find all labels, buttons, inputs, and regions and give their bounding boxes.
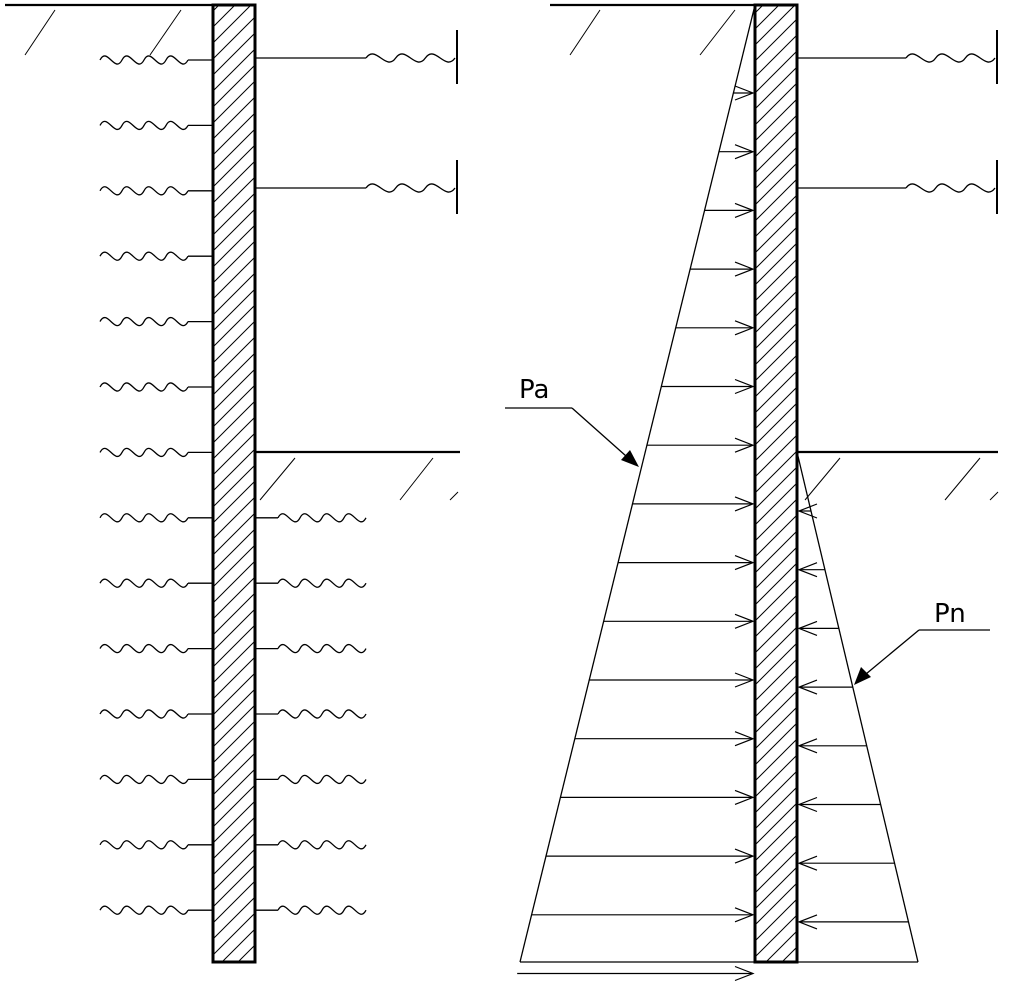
active-pressure-label: Pa xyxy=(519,375,549,405)
soil-spring xyxy=(99,55,213,65)
anchor-spring xyxy=(797,30,998,84)
pressure-arrow xyxy=(797,914,909,930)
pressure-arrow xyxy=(603,613,755,629)
soil-springs-back-left xyxy=(99,55,213,915)
soil-spring xyxy=(255,578,367,588)
pressure-arrow xyxy=(574,731,755,747)
active-pressure-outline xyxy=(519,4,756,963)
ground-surface-right xyxy=(550,3,755,56)
soil-spring xyxy=(99,840,213,850)
soil-spring xyxy=(99,644,213,654)
active-pressure-leader: Pa xyxy=(505,375,639,467)
sheet-pile-wall-right xyxy=(753,3,799,964)
passive-pressure-leader: Pn xyxy=(854,599,990,685)
soil-spring xyxy=(99,317,213,327)
pressure-arrow xyxy=(797,562,825,578)
pressure-arrow xyxy=(661,378,755,395)
sheet-pile-wall-left xyxy=(211,3,257,964)
soil-spring xyxy=(255,905,367,915)
soil-spring xyxy=(255,513,367,523)
soil-springs-front-left xyxy=(255,513,367,915)
pressure-arrow xyxy=(517,965,755,982)
excavation-level-right xyxy=(797,450,999,501)
soil-spring xyxy=(99,447,213,457)
active-pressure-diagram xyxy=(517,4,756,982)
soil-spring xyxy=(255,840,367,850)
pressure-arrow xyxy=(589,672,755,688)
soil-spring xyxy=(99,186,213,196)
pressure-arrow xyxy=(531,907,755,923)
pressure-model: Pa Pn xyxy=(505,3,999,982)
pressure-arrow xyxy=(797,796,881,813)
leader-arrowhead-icon xyxy=(854,667,871,685)
soil-spring xyxy=(99,905,213,915)
soil-spring xyxy=(99,709,213,719)
excavation-level-left xyxy=(255,450,460,501)
soil-spring xyxy=(255,644,367,654)
spring-model xyxy=(5,3,460,964)
pressure-arrow xyxy=(704,202,755,218)
anchor-springs-right xyxy=(797,30,998,214)
pressure-arrow xyxy=(675,320,755,336)
ground-surface-left xyxy=(5,3,213,56)
pressure-arrow xyxy=(632,496,755,512)
pressure-arrow xyxy=(797,855,895,871)
pressure-arrow xyxy=(797,738,867,754)
pressure-arrow xyxy=(797,620,839,636)
soil-spring xyxy=(99,513,213,523)
pressure-arrow xyxy=(797,503,818,519)
passive-pressure-outline xyxy=(796,451,919,963)
pressure-arrow xyxy=(797,679,853,695)
pressure-arrow xyxy=(560,789,755,805)
anchor-springs-left xyxy=(255,30,458,214)
soil-spring xyxy=(255,709,367,719)
pressure-arrow xyxy=(690,261,755,277)
soil-spring xyxy=(99,382,213,392)
pressure-arrow xyxy=(718,144,755,160)
pressure-arrow xyxy=(733,85,755,101)
soil-spring xyxy=(99,120,213,130)
pressure-arrow xyxy=(618,555,755,571)
anchor-spring xyxy=(255,30,458,84)
soil-spring xyxy=(255,774,367,784)
passive-pressure-label: Pn xyxy=(934,599,966,629)
soil-spring xyxy=(99,578,213,588)
leader-arrowhead-icon xyxy=(621,450,639,467)
soil-spring xyxy=(99,774,213,784)
pressure-arrow xyxy=(546,848,755,864)
passive-pressure-diagram xyxy=(796,451,919,963)
anchor-spring xyxy=(255,160,458,214)
pressure-arrow xyxy=(646,437,755,453)
soil-spring xyxy=(99,251,213,261)
anchor-spring xyxy=(797,160,998,214)
